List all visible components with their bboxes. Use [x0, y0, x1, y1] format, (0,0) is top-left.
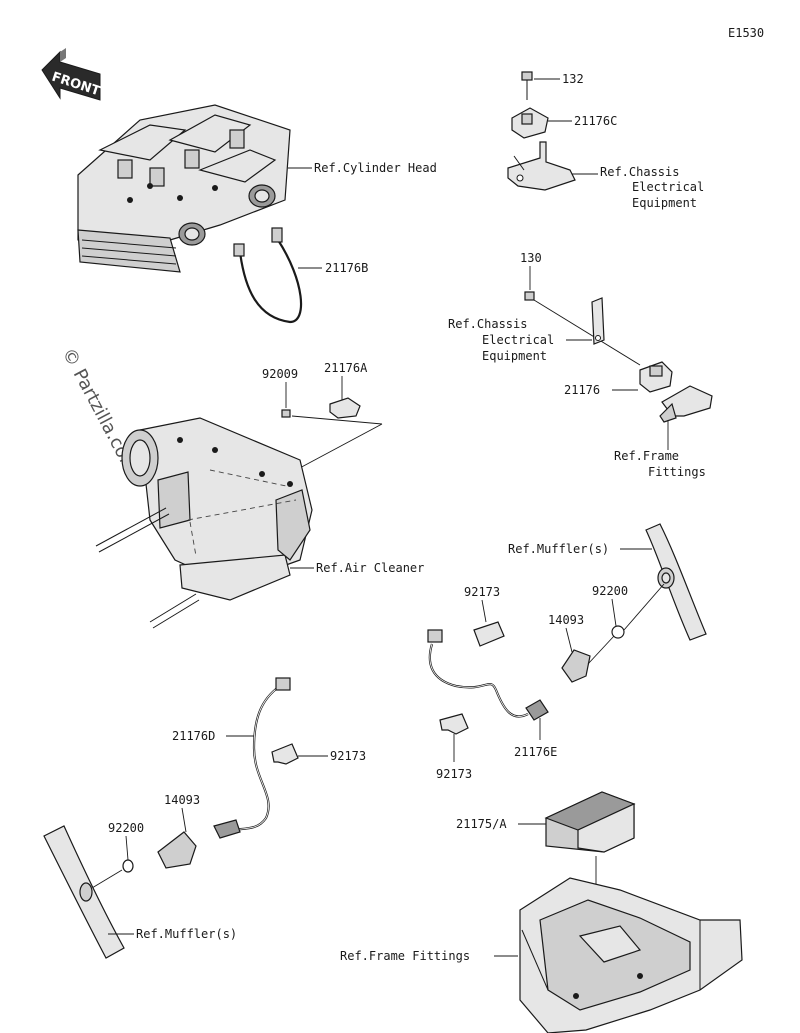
label-92173-left: 92173	[330, 749, 366, 763]
label-130: 130	[520, 251, 542, 265]
sensor-21176-drawing	[639, 361, 673, 393]
label-ref-cylinder-head: Ref.Cylinder Head	[314, 161, 437, 175]
bracket-chassis-top-drawing	[507, 141, 576, 191]
cover-14093-right-drawing	[561, 649, 591, 683]
clamp-92173-top-drawing	[473, 621, 505, 647]
frame-fittings-bottom-drawing	[519, 877, 743, 1033]
label-ref-muffler-right: Ref.Muffler(s)	[508, 542, 609, 556]
sensor-21176c-drawing	[511, 107, 549, 139]
label-ref-muffler-left: Ref.Muffler(s)	[136, 927, 237, 941]
label-14093-left: 14093	[164, 793, 200, 807]
bracket-chassis-mid-drawing	[591, 297, 605, 345]
bolt-132-drawing	[521, 71, 533, 100]
bracket-frame-top-drawing	[659, 385, 713, 423]
label-92173-right-low: 92173	[436, 767, 472, 781]
label-ref-chassis-mid-1: Ref.Chassis	[448, 317, 527, 331]
sensor-21176d-drawing	[213, 677, 291, 839]
clamp-92173-left-drawing	[271, 743, 299, 765]
label-ref-chassis-top-2: Electrical	[632, 180, 704, 194]
clamp-92173-right-low-drawing	[439, 713, 469, 735]
label-132: 132	[562, 72, 584, 86]
label-21176e: 21176E	[514, 745, 557, 759]
label-92173-top: 92173	[464, 585, 500, 599]
cover-14093-left-drawing	[157, 831, 197, 869]
gasket-92200-left-drawing	[122, 859, 134, 873]
diagram-code: E1530	[728, 26, 764, 40]
front-arrow-icon: FRONT	[41, 48, 102, 101]
cylinder-head-drawing	[77, 104, 291, 273]
label-21175a: 21175/A	[456, 817, 507, 831]
gasket-92200-right-drawing	[611, 625, 625, 639]
muffler-left-drawing	[43, 825, 125, 959]
screw-92009-drawing	[281, 409, 291, 418]
label-ref-frame-fittings-top-1: Ref.Frame	[614, 449, 679, 463]
sensor-21176e-drawing	[427, 629, 549, 721]
ecu-21175a-drawing	[544, 791, 636, 853]
label-92200-right: 92200	[592, 584, 628, 598]
sensor-21176a-drawing	[329, 397, 361, 419]
label-21176d: 21176D	[172, 729, 215, 743]
label-ref-chassis-top-3: Equipment	[632, 196, 697, 210]
sensor-21176b-drawing	[233, 227, 303, 324]
label-ref-chassis-mid-3: Equipment	[482, 349, 547, 363]
label-21176a: 21176A	[324, 361, 368, 375]
label-21176b: 21176B	[325, 261, 368, 275]
label-21176c: 21176C	[574, 114, 617, 128]
label-ref-air-cleaner: Ref.Air Cleaner	[316, 561, 424, 575]
label-21176: 21176	[564, 383, 600, 397]
air-cleaner-drawing	[95, 417, 313, 629]
label-92009: 92009	[262, 367, 298, 381]
label-ref-chassis-mid-2: Electrical	[482, 333, 554, 347]
label-ref-frame-fittings-top-2: Fittings	[648, 465, 706, 479]
label-ref-chassis-top-1: Ref.Chassis	[600, 165, 679, 179]
label-ref-frame-fittings-bottom: Ref.Frame Fittings	[340, 949, 470, 963]
muffler-right-drawing	[645, 523, 707, 641]
label-14093-right: 14093	[548, 613, 584, 627]
bolt-130-drawing	[524, 291, 535, 301]
label-92200-left: 92200	[108, 821, 144, 835]
